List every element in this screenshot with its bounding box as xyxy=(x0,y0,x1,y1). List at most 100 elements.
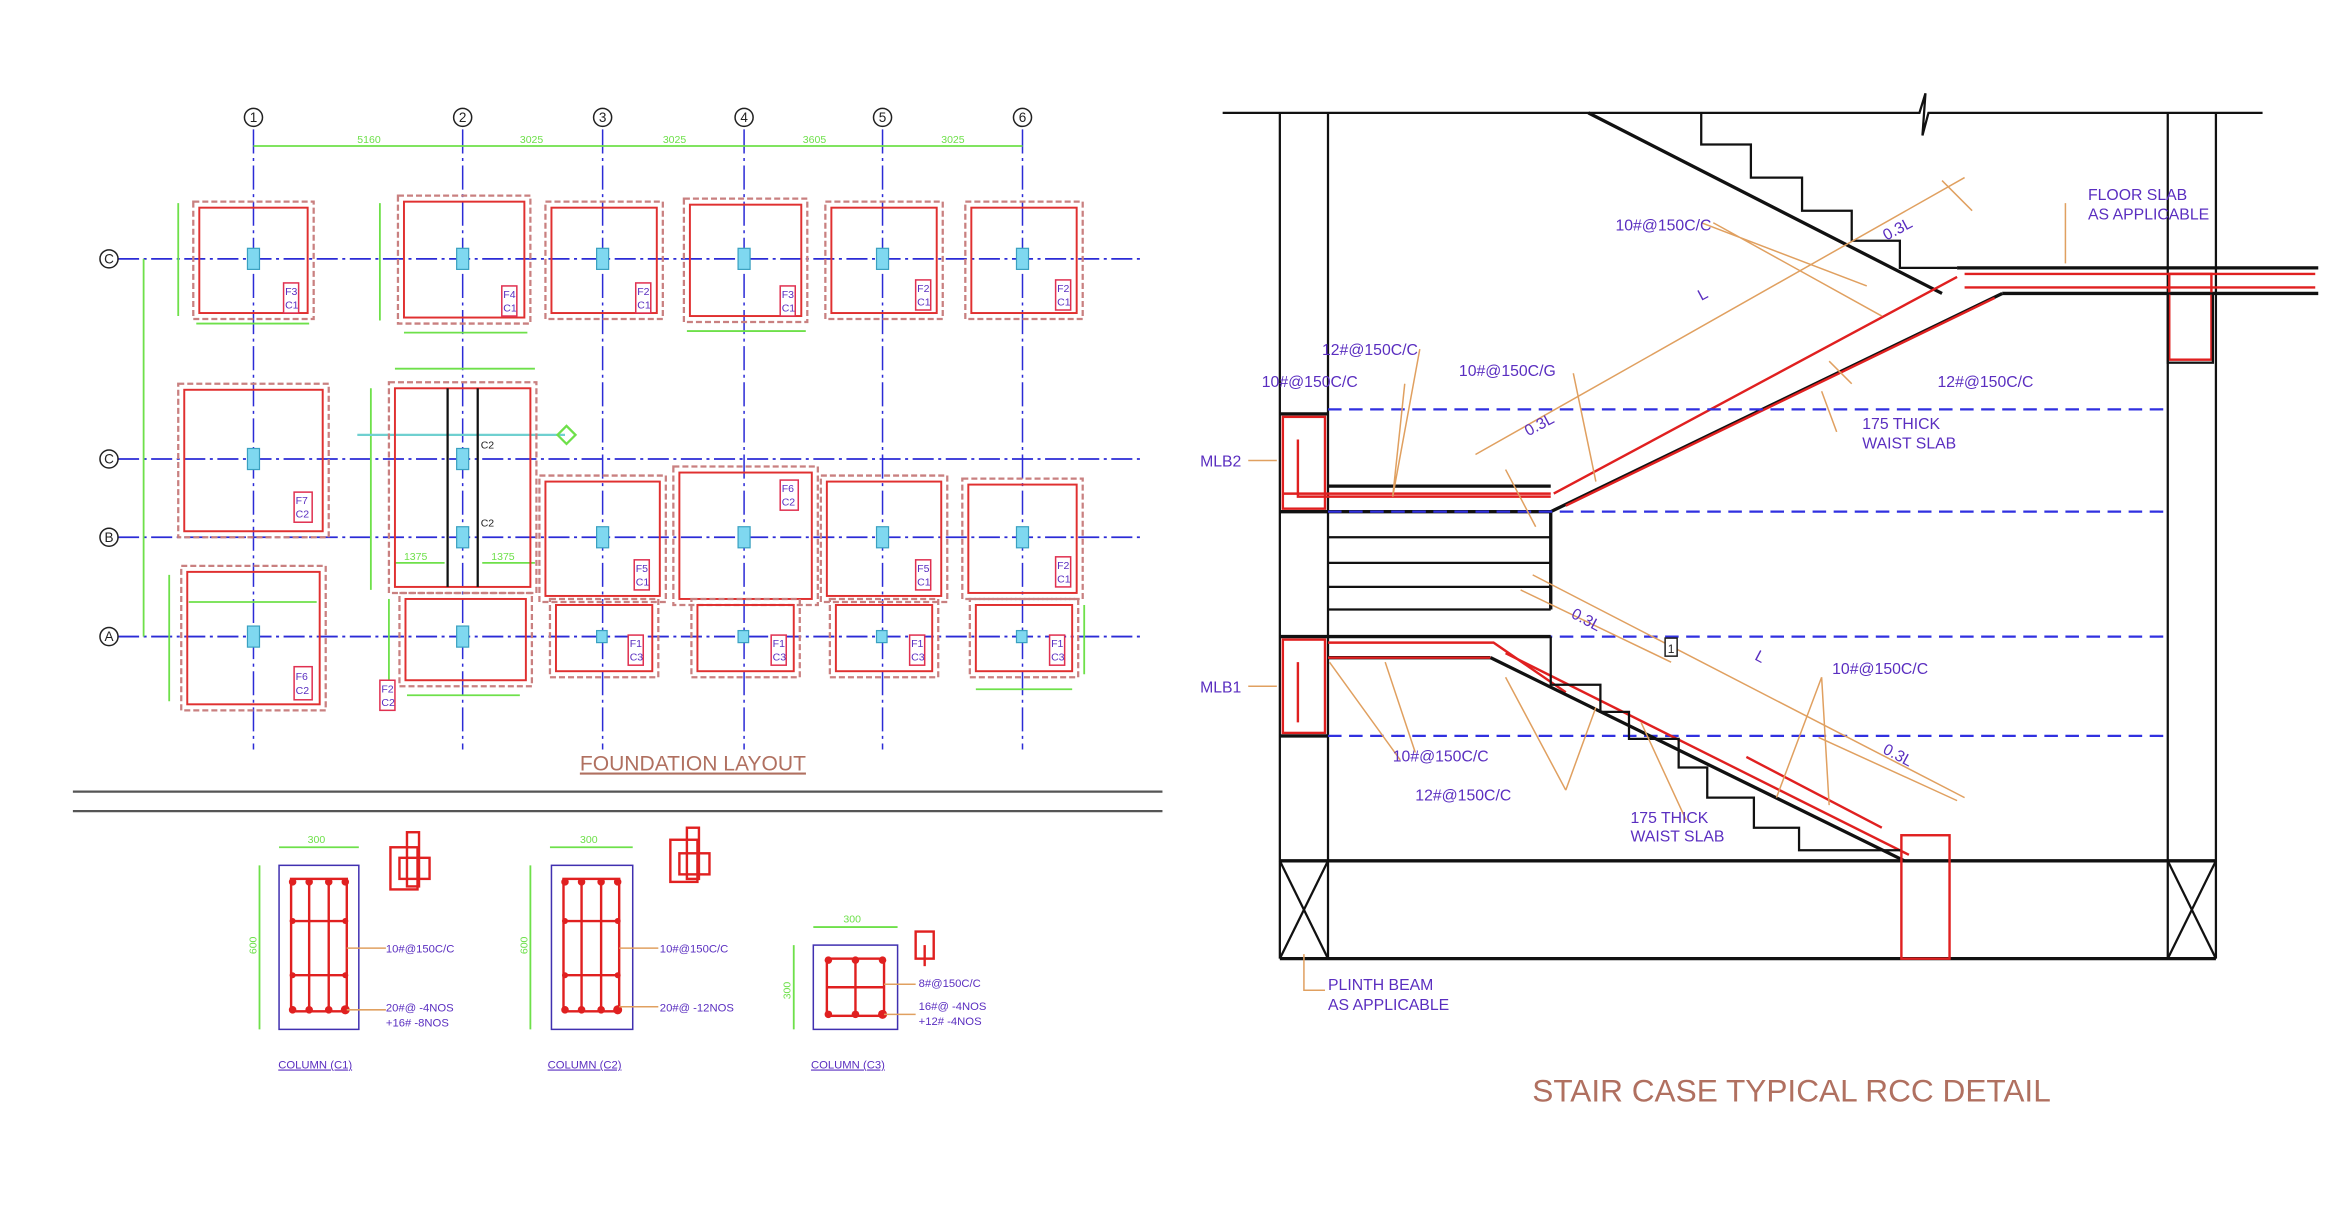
drawing-text: C2 xyxy=(296,509,310,521)
drawing-text: F1 xyxy=(911,638,923,650)
drawing-text: F2 xyxy=(917,283,929,295)
drawing-text: C3 xyxy=(1051,652,1065,664)
drawing-text: F7 xyxy=(296,495,308,507)
grid-label: 3 xyxy=(599,110,607,125)
drawing-text: C3 xyxy=(630,652,644,664)
drawing-text: C3 xyxy=(773,652,787,664)
grid-label: C xyxy=(104,452,114,467)
dimension-text: 3025 xyxy=(520,134,544,146)
drawing-text: 300 xyxy=(580,834,598,846)
drawing-text: 10#@150C/C xyxy=(1832,661,1928,678)
drawing-text: 300 xyxy=(308,834,326,846)
column-title: COLUMN (C1) xyxy=(278,1060,352,1072)
section-mark: 1 xyxy=(1668,642,1675,656)
drawing-text: F6 xyxy=(782,483,794,495)
foundation-title: FOUNDATION LAYOUT xyxy=(580,753,806,776)
drawing-text: AS APPLICABLE xyxy=(1328,997,1449,1014)
drawing-text: F1 xyxy=(630,638,642,650)
drawing-text: C1 xyxy=(917,297,931,309)
grid-label: C xyxy=(104,251,114,266)
stair-detail: FLOOR SLAB AS APPLICABLE 10#@150C/C 12#@… xyxy=(1200,92,2319,1109)
drawing-text: 12#@150C/C xyxy=(1938,374,2034,391)
grid-label: 1 xyxy=(250,110,258,125)
column-stubs: C2 C2 xyxy=(246,247,1030,648)
drawing-text: F6 xyxy=(296,671,308,683)
drawing-text: 12#@150C/C xyxy=(1415,788,1511,805)
drawing-text: WAIST SLAB xyxy=(1862,435,1956,452)
drawing-text: C2 xyxy=(296,685,310,697)
column-mark: C2 xyxy=(481,518,495,530)
plinth-beam-right xyxy=(2166,860,2217,960)
grid-column-bubbles: 1 2 3 4 5 6 xyxy=(243,107,1033,128)
drawing-text: 10#@150C/G xyxy=(1459,363,1556,380)
drawing-text: 175 THICK xyxy=(1862,416,1940,433)
drawing-text: 12#@150C/C xyxy=(1322,342,1418,359)
drawing-text: C1 xyxy=(503,303,517,315)
drawing-text: C1 xyxy=(636,576,650,588)
drawing-text: F2 xyxy=(1057,283,1069,295)
dimension-text: 3025 xyxy=(663,134,687,146)
grid-label: 4 xyxy=(740,110,748,125)
drawing-text: F3 xyxy=(285,286,297,298)
stair-labels: FLOOR SLAB AS APPLICABLE 10#@150C/C 12#@… xyxy=(1200,187,2209,1014)
bar-label: 20#@ -4NOS xyxy=(386,1002,454,1014)
grid-label: A xyxy=(104,629,113,644)
drawing-text: C2 xyxy=(782,497,796,509)
drawing-text: 175 THICK xyxy=(1630,810,1708,827)
bar-label: +16# -8NOS xyxy=(386,1017,449,1029)
bar-label: 20#@ -12NOS xyxy=(660,1002,734,1014)
dimension-text: 1375 xyxy=(404,551,428,563)
drawing-text: L xyxy=(1695,285,1711,304)
drawing-text: C1 xyxy=(1057,297,1071,309)
drawing-text: 0.3L xyxy=(1880,741,1915,771)
tie-label: 10#@150C/C xyxy=(660,944,728,956)
tie-label: 10#@150C/C xyxy=(386,944,454,956)
drawing-text: F2 xyxy=(381,683,393,695)
drawing-text: FLOOR SLAB xyxy=(2088,187,2187,204)
top-dimension-chain: 5160 3025 3025 3605 3025 1375 1375 xyxy=(142,134,1086,702)
drawing-text: F3 xyxy=(782,289,794,301)
drawing-text: 10#@150C/C xyxy=(1262,374,1358,391)
drawing-text: C2 xyxy=(381,697,395,709)
grid-label: 2 xyxy=(459,110,467,125)
column-section-c3: 300 300 8#@150C/C 16#@ -4NOS +12# -4NOS … xyxy=(782,914,987,1072)
drawing-text: PLINTH BEAM xyxy=(1328,977,1433,994)
drawing-text: F4 xyxy=(503,289,515,301)
drawing-text: L xyxy=(1752,648,1768,667)
footings xyxy=(177,194,1084,712)
grid-label: B xyxy=(104,530,113,545)
drawing-text: 600 xyxy=(247,936,259,954)
bar-label: +12# -4NOS xyxy=(919,1016,982,1028)
bar-label: 16#@ -4NOS xyxy=(919,1001,987,1013)
drawing-text: F5 xyxy=(917,563,929,575)
drawing-text: C1 xyxy=(285,300,299,312)
column-section-c1: 300 600 10#@150C/C 20#@ -4NOS +16# -8NOS… xyxy=(247,831,454,1072)
drawing-text: C1 xyxy=(637,300,651,312)
grid-label: 6 xyxy=(1019,110,1027,125)
drawing-text: 0.3L xyxy=(1522,410,1557,440)
column-title: COLUMN (C3) xyxy=(811,1060,885,1072)
dimension-text: 3605 xyxy=(803,134,827,146)
plinth-beam-left xyxy=(1278,860,1330,960)
grid-rows: C C B A xyxy=(99,249,1145,647)
tie-label: 8#@150C/C xyxy=(919,978,981,990)
drawing-text: F1 xyxy=(773,638,785,650)
drawing-text: C1 xyxy=(782,303,796,315)
drawing-text: F2 xyxy=(1057,560,1069,572)
foundation-layout: 1 2 3 4 5 6 C C B A 5160 3025 3025 3605 … xyxy=(72,107,1163,813)
